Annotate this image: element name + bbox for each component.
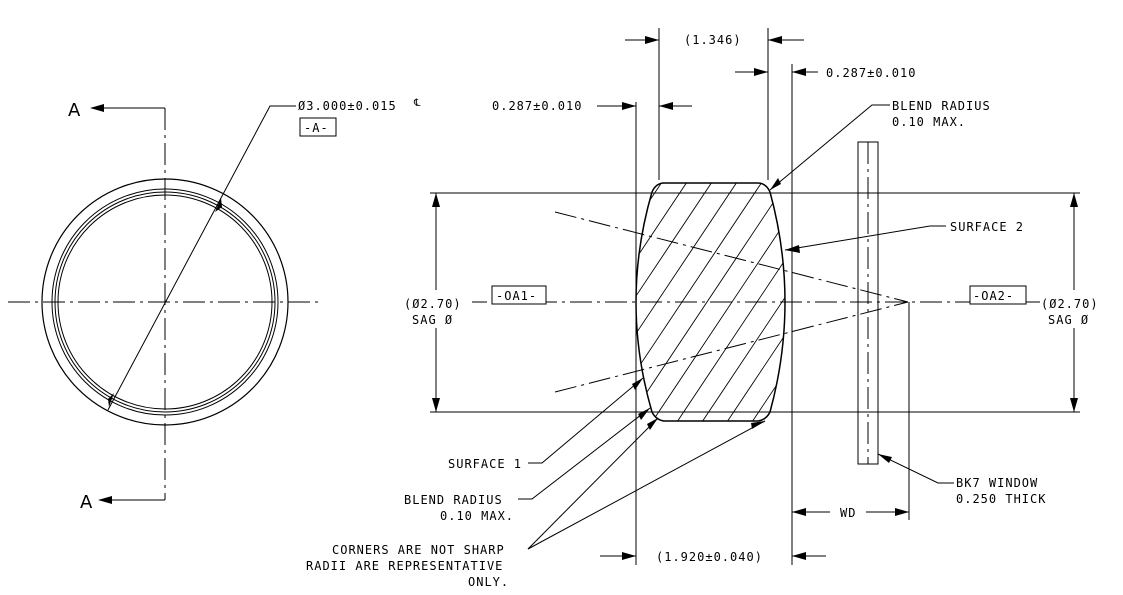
surface-1-label: SURFACE 1 — [448, 457, 522, 471]
sag-left-line1: (Ø2.70) — [404, 297, 462, 311]
blend-radius-top-leader — [769, 104, 890, 191]
dim-left-thickness: 0.287±0.010 — [492, 99, 582, 113]
surface-2-label: SURFACE 2 — [950, 220, 1024, 234]
datum-oa2: -OA2- — [973, 289, 1014, 303]
dim-bottom: (1.920±0.040) — [656, 550, 763, 564]
section-view: (1.346) 0.287±0.010 0.287±0.010 BLEND RA… — [306, 28, 1112, 589]
datum-oa1-box — [491, 285, 547, 305]
dim-top: (1.346) — [684, 33, 742, 47]
blend-radius-bottom-line2: 0.10 MAX. — [440, 509, 514, 523]
blend-radius-bottom-leader — [518, 407, 651, 500]
bk7-line2: 0.250 THICK — [956, 492, 1046, 506]
corners-note-line2: RADII ARE REPRESENTATIVE — [306, 559, 503, 573]
front-view: A A Ø3.000±0.015 ℄ -A- — [8, 98, 421, 513]
corners-leader-2 — [527, 420, 766, 550]
ray-top — [554, 211, 909, 303]
ray-bottom — [554, 301, 909, 393]
dim-right-thickness: 0.287±0.010 — [826, 66, 916, 80]
wd-label: WD — [840, 506, 856, 520]
section-arrowhead-top — [90, 104, 104, 112]
section-arrowhead-bottom — [98, 496, 112, 504]
diameter-suffix: ℄ — [413, 98, 421, 109]
diameter-arrowhead-1 — [215, 198, 222, 212]
surface-2-leader — [784, 225, 946, 251]
blend-radius-top-line1: BLEND RADIUS — [892, 99, 991, 113]
datum-a: -A- — [304, 121, 329, 135]
blend-radius-bottom-line1: BLEND RADIUS — [404, 493, 503, 507]
diameter-leader — [107, 105, 296, 411]
diameter-callout: Ø3.000±0.015 — [298, 99, 397, 113]
section-label-top: A — [68, 100, 81, 121]
section-hatching — [636, 183, 785, 421]
blend-radius-top-line2: 0.10 MAX. — [892, 115, 966, 129]
section-label-bottom: A — [80, 492, 93, 513]
bk7-line1: BK7 WINDOW — [956, 476, 1038, 490]
sag-right-line1: (Ø2.70) — [1041, 297, 1099, 311]
lens-section-outline — [635, 182, 786, 422]
corners-note-line3: ONLY. — [468, 575, 509, 589]
corners-leader-1 — [527, 417, 659, 550]
datum-oa1: -OA1- — [496, 289, 537, 303]
sag-right-line2: SAG Ø — [1048, 313, 1089, 327]
surface-1-leader — [528, 377, 644, 464]
bk7-leader — [877, 453, 954, 484]
datum-a-box — [299, 117, 337, 137]
corners-note-line1: CORNERS ARE NOT SHARP — [332, 543, 505, 557]
diameter-arrowhead-2 — [108, 393, 114, 407]
datum-oa2-box — [969, 285, 1027, 305]
sag-left-line2: SAG Ø — [412, 313, 453, 327]
